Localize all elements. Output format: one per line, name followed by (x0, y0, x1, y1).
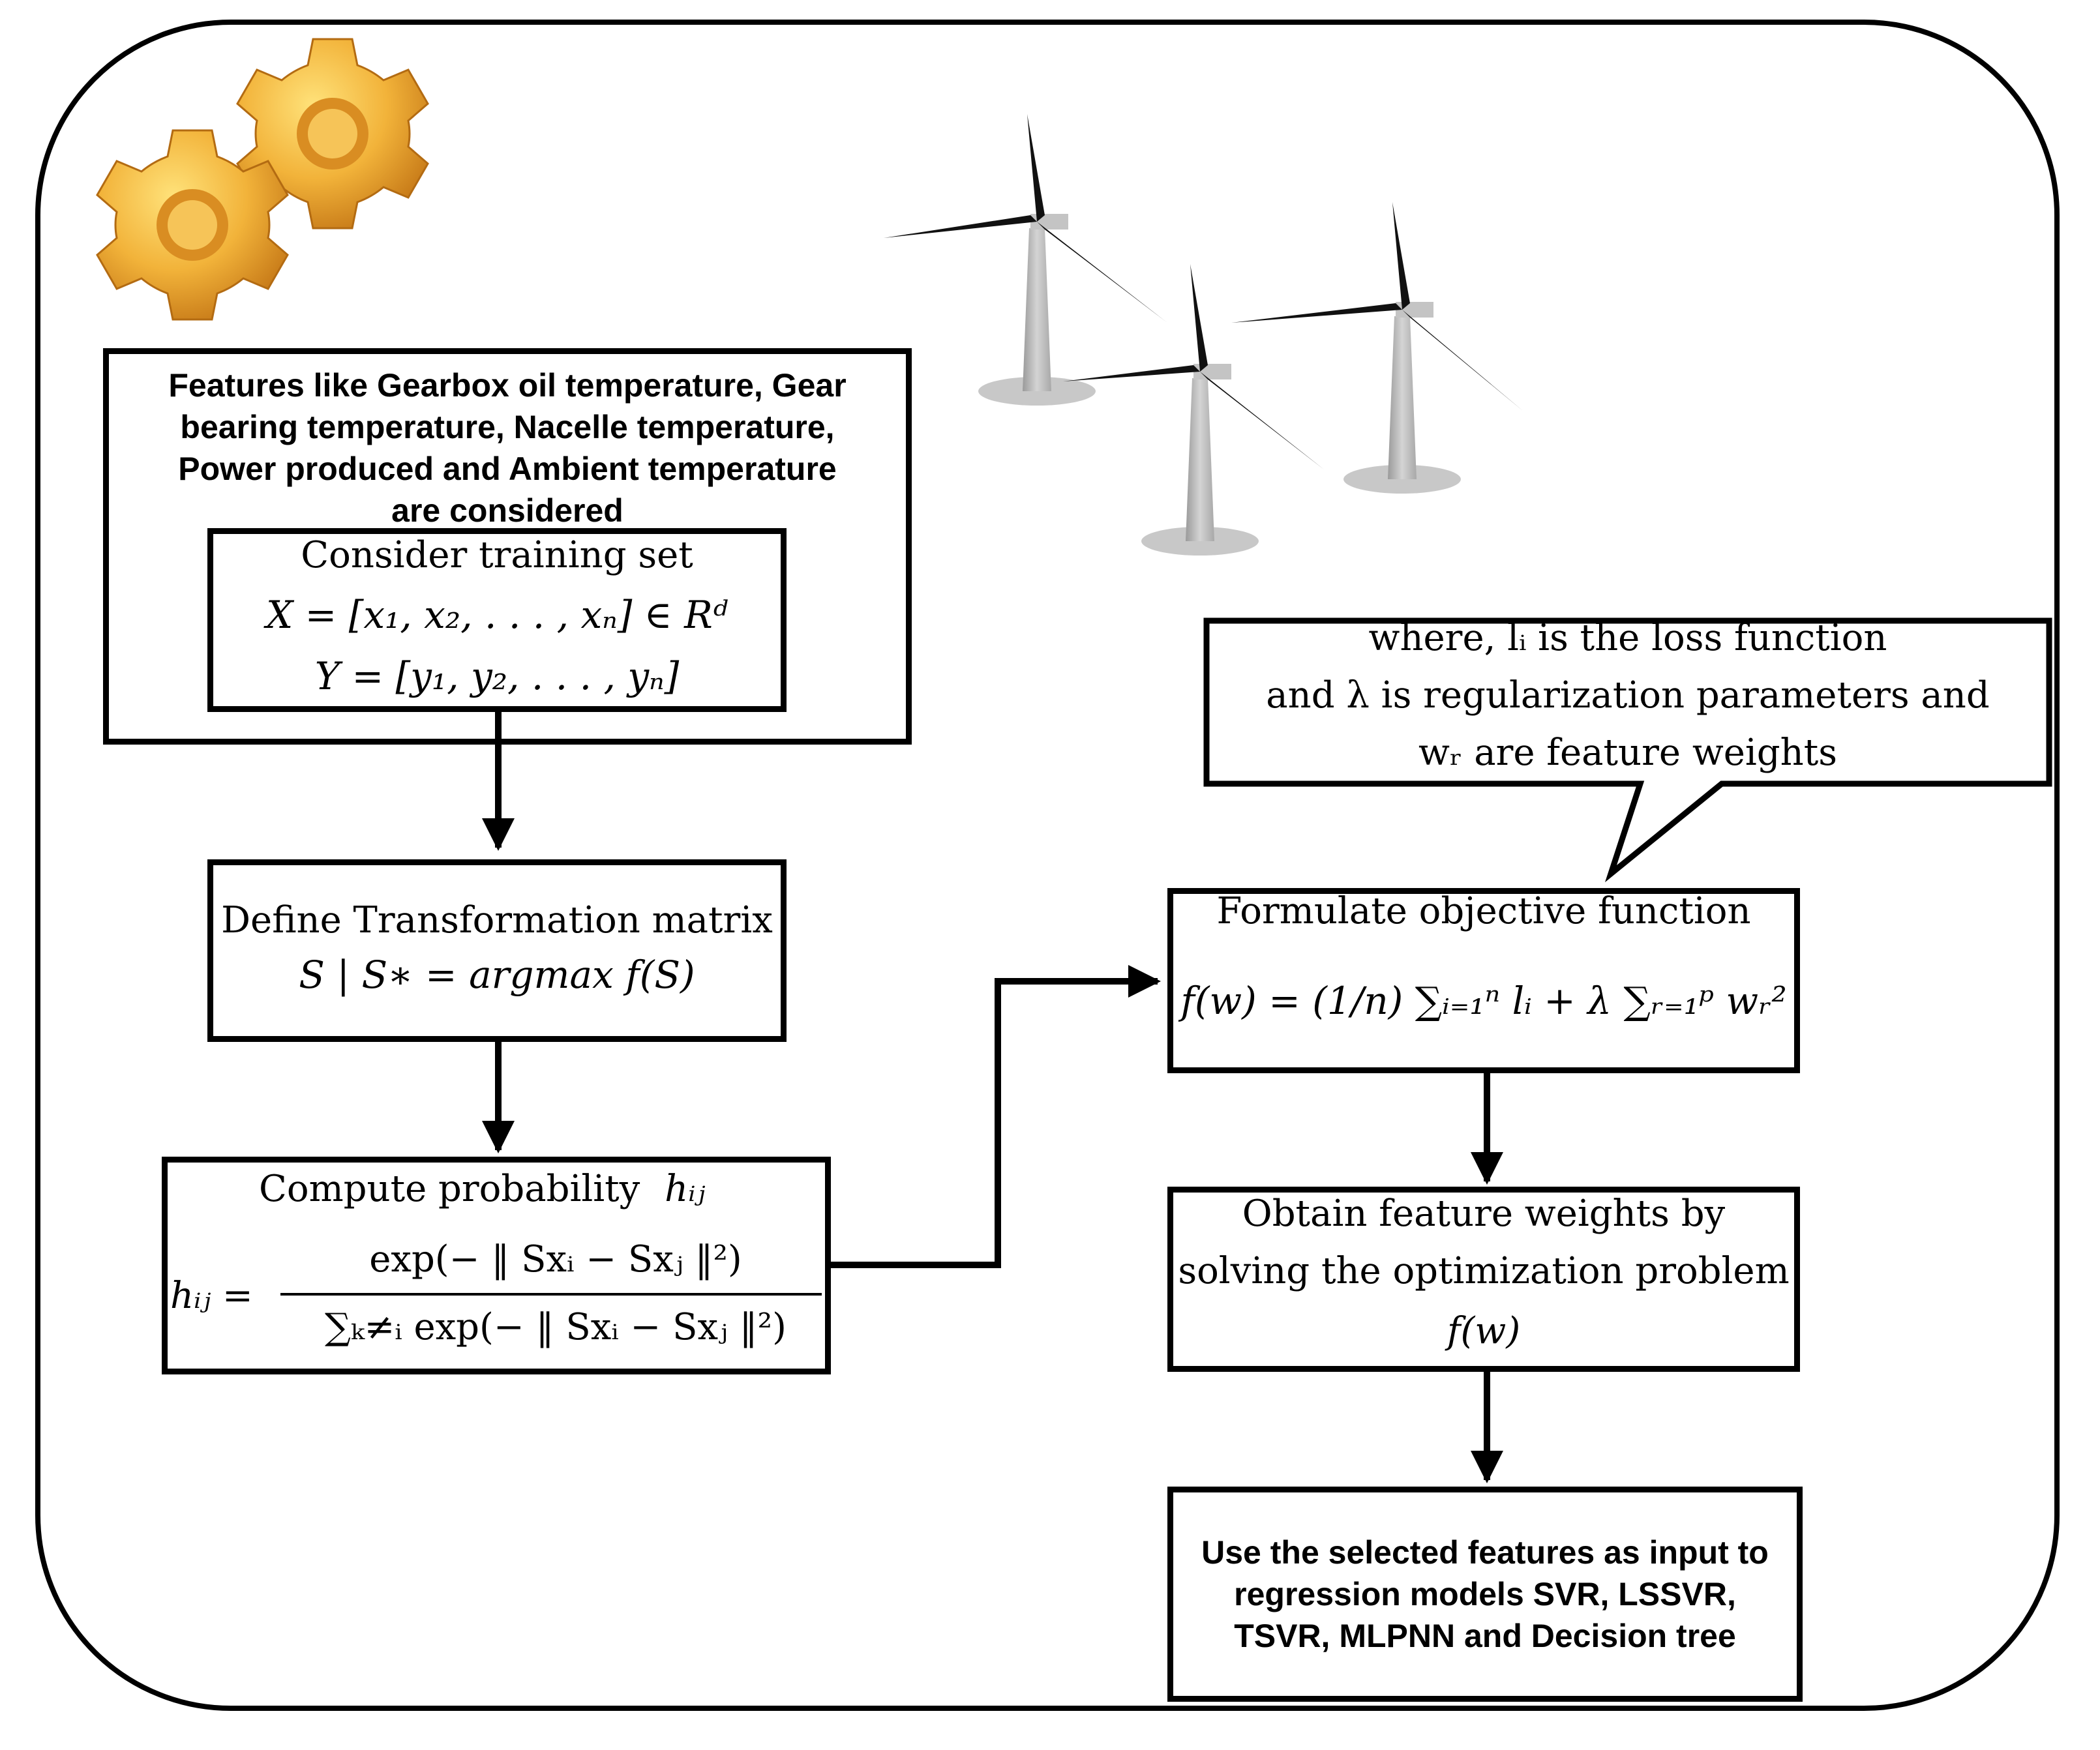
probability-box: Compute probability hᵢⱼ hᵢⱼ = exp(− ‖ Sx… (162, 1157, 831, 1374)
models-box: Use the selected features as input to re… (1167, 1487, 1803, 1702)
models-line-3: TSVR, MLPNN and Decision tree (1234, 1618, 1736, 1654)
wind-turbine-icon (884, 114, 1523, 556)
gears-icon (96, 38, 429, 321)
features-line-3: Power produced and Ambient temperature (178, 451, 837, 487)
arrow-probability-to-objective (827, 965, 1161, 1268)
feature-weights-box: Obtain feature weights by solving the op… (1167, 1187, 1800, 1372)
transform-title: Define Transformation matrix (221, 899, 773, 942)
weights-line-3: f(w) (1447, 1310, 1521, 1352)
probability-numerator: exp(− ‖ Sxᵢ − Sxⱼ ‖²) (369, 1238, 742, 1281)
transformation-box: Define Transformation matrix S | S∗ = ar… (207, 859, 787, 1042)
outer-frame (35, 20, 2060, 1711)
callout-line-1: where, lᵢ is the loss function (1368, 617, 1887, 659)
callout-bubble (1203, 617, 2052, 883)
probability-denominator: ∑ₖ≠ᵢ exp(− ‖ Sxᵢ − Sxⱼ ‖²) (325, 1306, 787, 1348)
models-line-2: regression models SVR, LSSVR, (1234, 1576, 1736, 1612)
probability-title: Compute probability (259, 1168, 640, 1210)
probability-lhs: hᵢⱼ = (170, 1275, 253, 1317)
transform-eq: S | S∗ = argmax f(S) (299, 953, 695, 997)
weights-line-1: Obtain feature weights by (1242, 1193, 1726, 1235)
objective-eq: f(w) = (1/n) ∑ᵢ₌₁ⁿ lᵢ + λ ∑ᵣ₌₁ᵖ wᵣ² (1180, 979, 1787, 1023)
callout-line-3: wᵣ are feature weights (1418, 732, 1837, 774)
features-box: Features like Gearbox oil temperature, G… (103, 348, 912, 745)
training-eq-y: Y = [y₁, y₂, . . . , yₙ] (314, 654, 680, 698)
training-eq-x: X = [x₁, x₂, . . . , xₙ] ∈ Rᵈ (265, 593, 728, 637)
features-line-1: Features like Gearbox oil temperature, G… (168, 367, 847, 404)
objective-title: Formulate objective function (1216, 890, 1751, 932)
training-title: Consider training set (301, 534, 693, 576)
weights-line-2: solving the optimization problem (1178, 1250, 1790, 1292)
probability-title-symbol: hᵢⱼ (665, 1168, 706, 1210)
features-line-2: bearing temperature, Nacelle temperature… (180, 409, 835, 445)
callout-text: where, lᵢ is the loss function and λ is … (1212, 617, 2044, 780)
objective-box: Formulate objective function f(w) = (1/n… (1167, 888, 1800, 1073)
models-line-1: Use the selected features as input to (1201, 1534, 1769, 1571)
training-set-box: Consider training set X = [x₁, x₂, . . .… (207, 528, 787, 712)
features-line-4: are considered (391, 492, 623, 529)
callout-line-2: and λ is regularization parameters and (1266, 674, 1990, 717)
